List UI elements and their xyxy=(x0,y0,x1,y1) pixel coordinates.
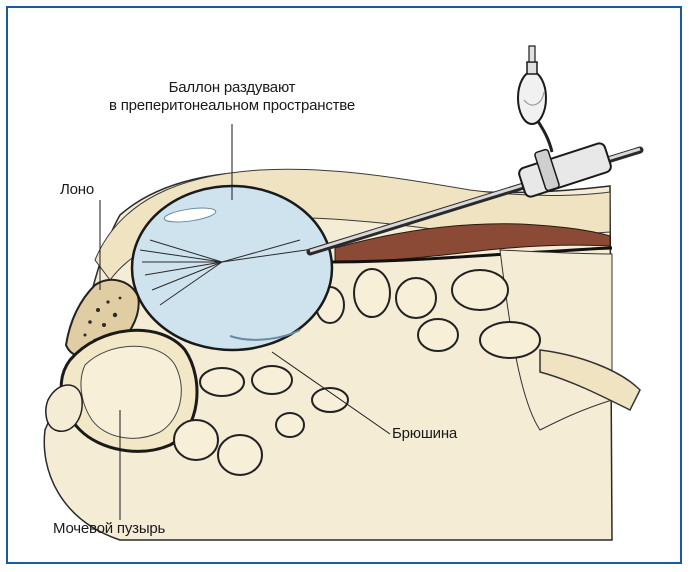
bulb-pump xyxy=(518,46,552,152)
bladder-inner xyxy=(81,346,181,438)
balloon xyxy=(132,186,332,350)
peritoneum-label: Брюшина xyxy=(392,425,457,443)
balloon-label-line2: в преперитонеальном пространстве xyxy=(82,97,382,115)
balloon-label: Баллон раздувают в преперитонеальном про… xyxy=(82,79,382,115)
bladder-label: Мочевой пузырь xyxy=(53,520,165,538)
balloon-label-line1: Баллон раздувают xyxy=(82,79,382,97)
pubis-label: Лоно xyxy=(60,181,94,199)
